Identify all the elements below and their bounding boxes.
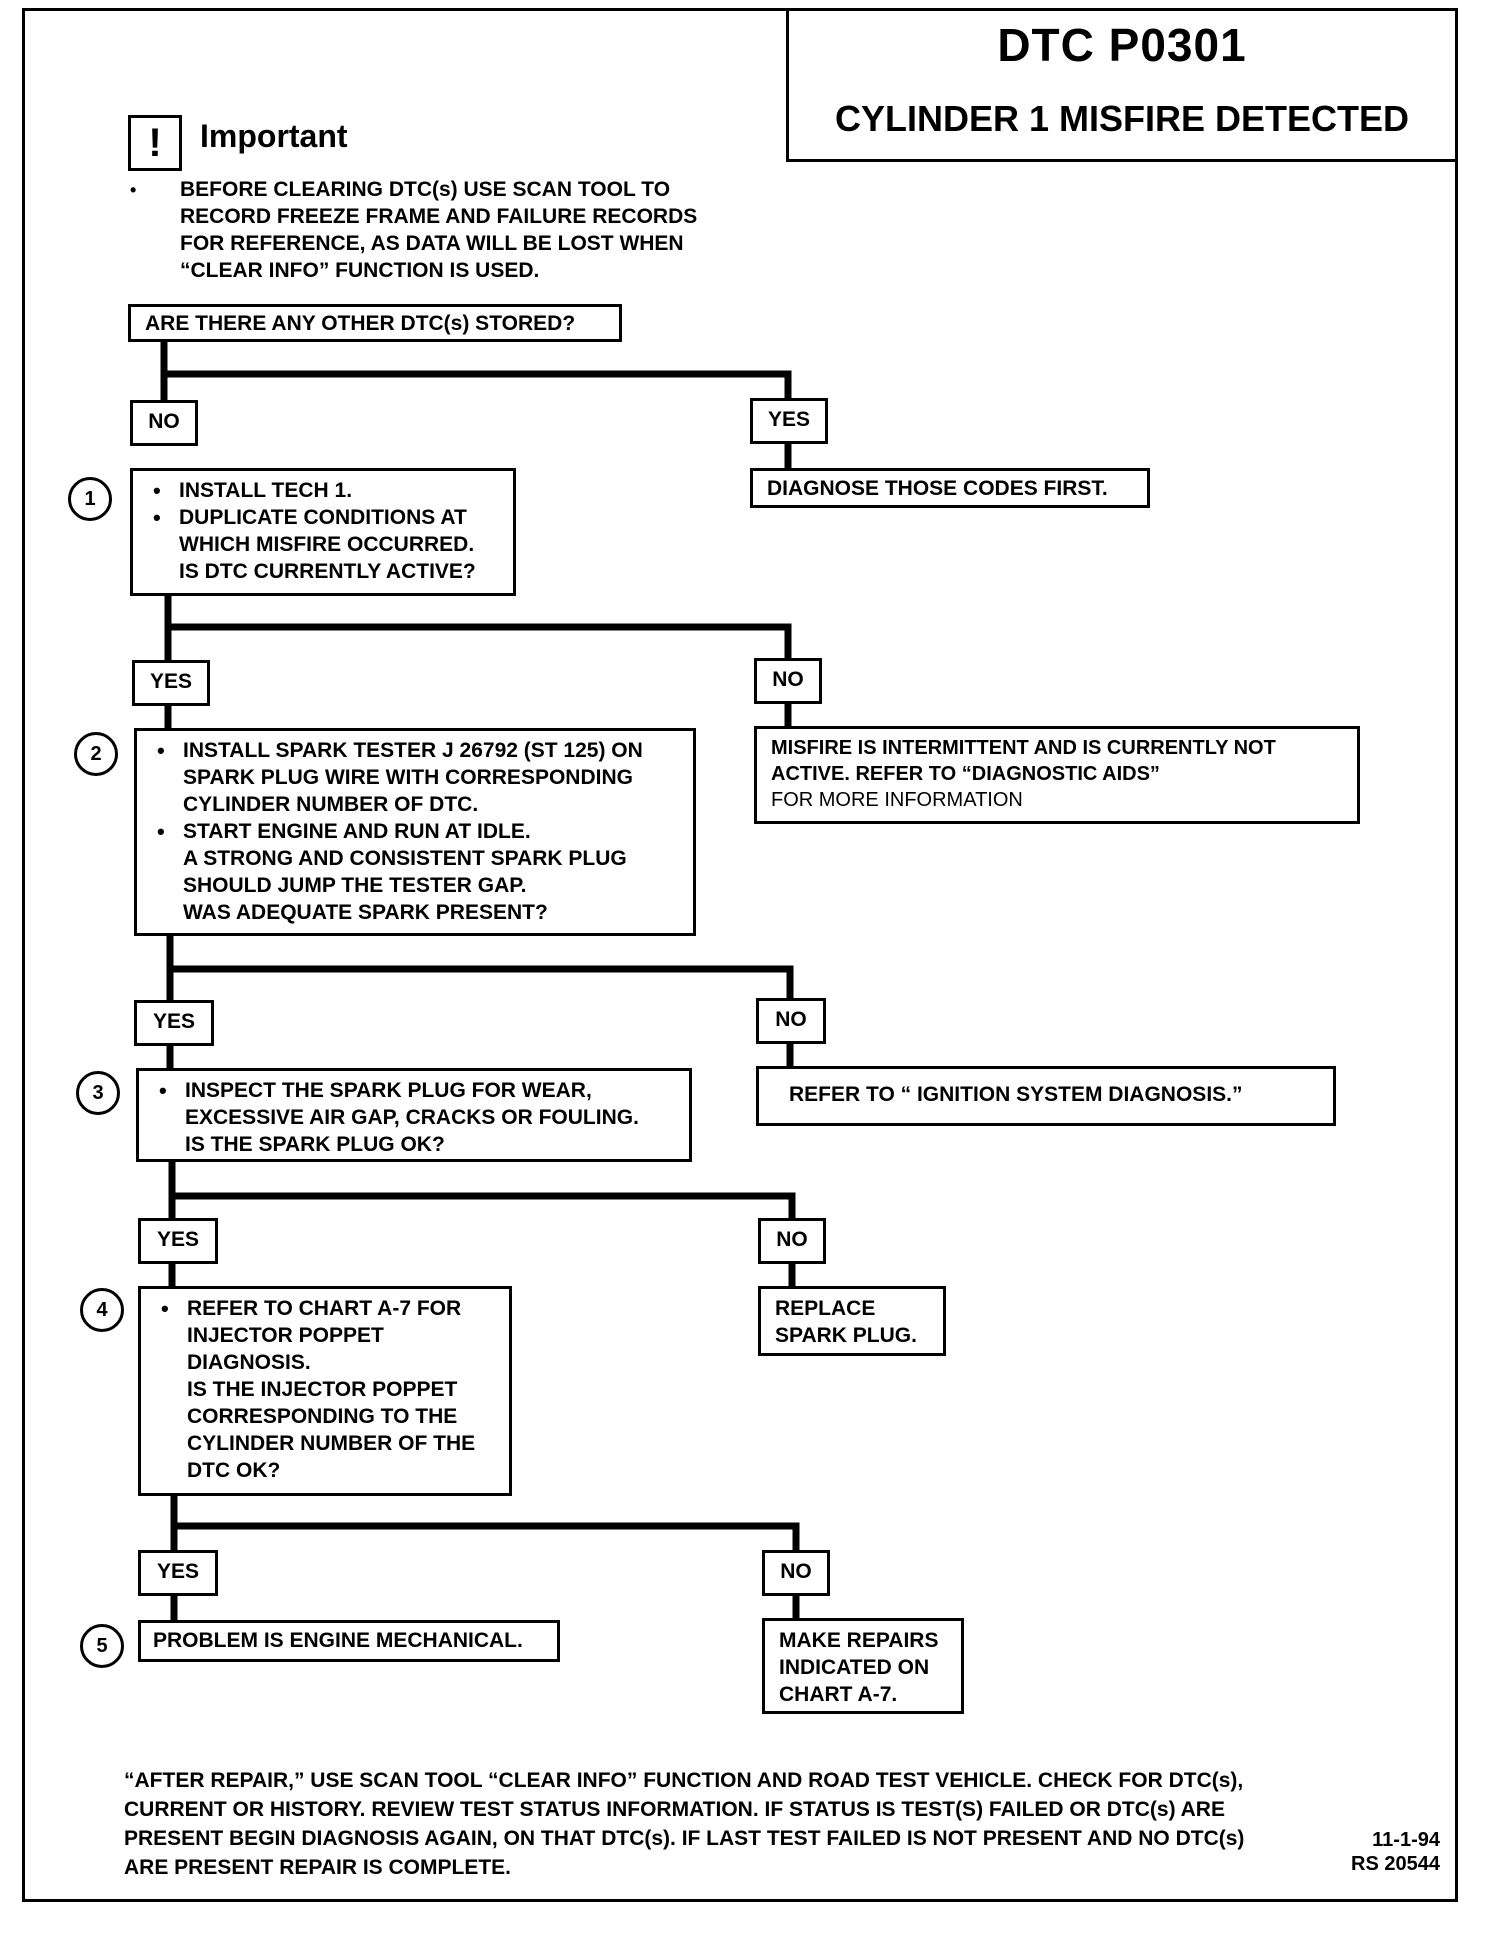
start-yes-result-box: DIAGNOSE THOSE CODES FIRST. [750,468,1150,508]
step-5-box: PROBLEM IS ENGINE MECHANICAL. [138,1620,560,1662]
step-line: WAS ADEQUATE SPARK PRESENT? [183,901,548,924]
connector-s1-no [164,623,792,668]
result-line: ACTIVE. REFER TO “DIAGNOSTIC AIDS” [771,763,1160,785]
important-line: FOR REFERENCE, AS DATA WILL BE LOST WHEN [180,232,684,255]
step-line: CYLINDER NUMBER OF DTC. [183,793,479,816]
document-date: 11-1-94 [1372,1829,1440,1851]
result-line: INDICATED ON [779,1656,930,1679]
footer-line: “AFTER REPAIR,” USE SCAN TOOL “CLEAR INF… [124,1769,1244,1792]
connector-start-yes [160,370,792,404]
important-line: “CLEAR INFO” FUNCTION IS USED. [180,259,540,282]
step-2-bullet: START ENGINE AND RUN AT IDLE. A STRONG A… [149,818,681,926]
step-number-3: 3 [76,1071,120,1115]
dtc-subtitle: CYLINDER 1 MISFIRE DETECTED [834,98,1410,139]
important-line: BEFORE CLEARING DTC(s) USE SCAN TOOL TO [180,178,671,201]
step-5-text: PROBLEM IS ENGINE MECHANICAL. [153,1629,523,1652]
step-line: IS THE SPARK PLUG OK? [185,1133,445,1156]
step-line: DIAGNOSIS. [187,1351,311,1374]
step-4-box: REFER TO CHART A-7 FOR INJECTOR POPPET D… [138,1286,512,1496]
step-1-bullet: DUPLICATE CONDITIONS AT WHICH MISFIRE OC… [145,504,501,585]
step-2-bullet: INSTALL SPARK TESTER J 26792 (ST 125) ON… [149,737,681,818]
connector-s4-no [170,1522,800,1556]
step-line: INJECTOR POPPET [187,1324,384,1347]
step-number-4: 4 [80,1288,124,1332]
step-line: REFER TO CHART A-7 FOR [187,1297,462,1320]
step-3-box: INSPECT THE SPARK PLUG FOR WEAR, EXCESSI… [136,1068,692,1162]
step-line: INSTALL TECH 1. [179,479,353,502]
step-line: DUPLICATE CONDITIONS AT [179,506,467,529]
connector-s3-no [168,1192,796,1224]
step-number-1: 1 [68,477,112,521]
step-3-yes-label: YES [138,1218,218,1264]
step-3-no-result-box: REPLACE SPARK PLUG. [758,1286,946,1356]
step-line: CORRESPONDING TO THE [187,1405,458,1428]
important-label: Important [200,118,348,154]
step-2-no-label: NO [756,998,826,1044]
step-2-yes-label: YES [134,1000,214,1046]
result-line: SPARK PLUG. [775,1324,917,1347]
start-question-text: ARE THERE ANY OTHER DTC(s) STORED? [145,312,576,335]
step-3-no-label: NO [758,1218,826,1264]
step-1-yes-label: YES [132,660,210,706]
result-line: CHART A-7. [779,1683,898,1706]
result-line: MISFIRE IS INTERMITTENT AND IS CURRENTLY… [771,737,1276,759]
step-4-bullet: REFER TO CHART A-7 FOR INJECTOR POPPET D… [153,1295,497,1484]
step-4-yes-label: YES [138,1550,218,1596]
step-line: SPARK PLUG WIRE WITH CORRESPONDING [183,766,633,789]
step-line: EXCESSIVE AIR GAP, CRACKS OR FOULING. [185,1106,639,1129]
step-line: SHOULD JUMP THE TESTER GAP. [183,874,527,897]
title-box [786,8,1458,162]
footer-line: CURRENT OR HISTORY. REVIEW TEST STATUS I… [124,1798,1225,1821]
result-line: FOR MORE INFORMATION [771,789,1023,811]
step-line: INSTALL SPARK TESTER J 26792 (ST 125) ON [183,739,643,762]
important-line: RECORD FREEZE FRAME AND FAILURE RECORDS [180,205,698,228]
step-2-box: INSTALL SPARK TESTER J 26792 (ST 125) ON… [134,728,696,936]
step-line: WHICH MISFIRE OCCURRED. [179,533,475,556]
page-border [22,8,1458,1902]
step-4-no-result-box: MAKE REPAIRS INDICATED ON CHART A-7. [762,1618,964,1714]
result-line: REPLACE [775,1297,876,1320]
start-yes-result-text: DIAGNOSE THOSE CODES FIRST. [767,477,1108,500]
step-1-bullet: INSTALL TECH 1. [145,477,501,504]
step-1-box: INSTALL TECH 1. DUPLICATE CONDITIONS AT … [130,468,516,596]
step-line: INSPECT THE SPARK PLUG FOR WEAR, [185,1079,592,1102]
after-repair-note: “AFTER REPAIR,” USE SCAN TOOL “CLEAR INF… [124,1766,1344,1882]
start-yes-label: YES [750,398,828,444]
step-number-5: 5 [80,1624,124,1668]
step-2-no-result-text: REFER TO “ IGNITION SYSTEM DIAGNOSIS.” [789,1083,1243,1106]
step-1-no-label: NO [754,658,822,704]
footer-line: PRESENT BEGIN DIAGNOSIS AGAIN, ON THAT D… [124,1827,1245,1850]
step-3-bullet: INSPECT THE SPARK PLUG FOR WEAR, EXCESSI… [151,1077,677,1158]
step-line: IS DTC CURRENTLY ACTIVE? [179,560,476,583]
connector-s2-no [166,965,794,1004]
start-no-label: NO [130,400,198,446]
step-line: CYLINDER NUMBER OF THE [187,1432,476,1455]
step-number-2: 2 [74,732,118,776]
exclamation-icon: ! [128,115,182,171]
step-4-no-label: NO [762,1550,830,1596]
step-1-no-result-box: MISFIRE IS INTERMITTENT AND IS CURRENTLY… [754,726,1360,824]
step-line: A STRONG AND CONSISTENT SPARK PLUG [183,847,627,870]
step-line: START ENGINE AND RUN AT IDLE. [183,820,531,843]
document-ref: RS 20544 [1351,1853,1440,1875]
dtc-code-title: DTC P0301 [997,19,1247,71]
important-note: BEFORE CLEARING DTC(s) USE SCAN TOOL TO … [180,176,750,284]
footer-line: ARE PRESENT REPAIR IS COMPLETE. [124,1856,511,1879]
step-line: IS THE INJECTOR POPPET [187,1378,458,1401]
document-id: 11-1-94 RS 20544 [1340,1828,1440,1876]
result-line: MAKE REPAIRS [779,1629,939,1652]
bullet-dot: • [130,180,137,200]
start-question-box: ARE THERE ANY OTHER DTC(s) STORED? [128,304,622,342]
step-line: DTC OK? [187,1459,281,1482]
step-2-no-result-box: REFER TO “ IGNITION SYSTEM DIAGNOSIS.” [756,1066,1336,1126]
